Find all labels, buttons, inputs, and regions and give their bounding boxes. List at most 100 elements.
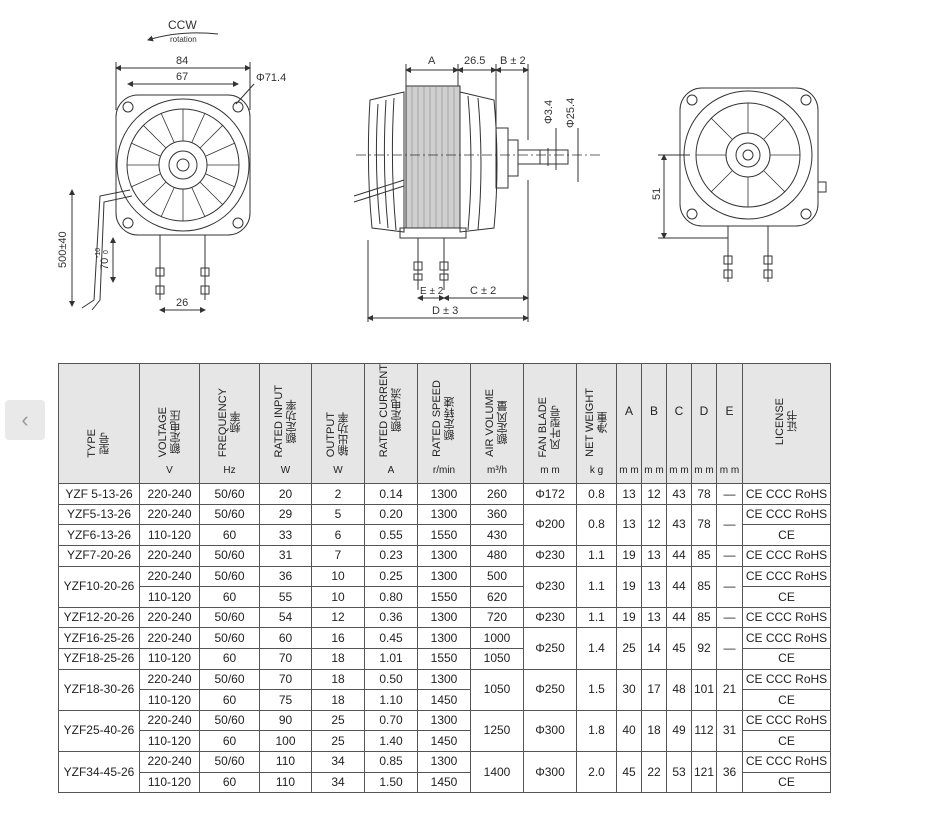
table-cell: 60 xyxy=(199,771,260,794)
license-cell: CE CCC RoHS xyxy=(742,751,831,773)
table-cell: 1550 xyxy=(417,524,471,547)
table-cell: 220-240 xyxy=(139,545,200,567)
dim-84-label: 84 xyxy=(176,55,188,67)
table-cell: 29 xyxy=(259,503,312,526)
dim-phi34-label: Φ3.4 xyxy=(543,100,555,124)
table-cell: 0.36 xyxy=(364,606,418,629)
type-cell: YZF 5-13-26 xyxy=(58,483,140,505)
table-cell: 1.4 xyxy=(576,627,617,670)
table-cell: 50/60 xyxy=(199,503,260,526)
table-cell: 1.50 xyxy=(364,771,418,794)
type-cell: YZF6-13-26 xyxy=(58,524,140,547)
table-cell: 50/60 xyxy=(199,483,260,505)
table-cell: 50/60 xyxy=(199,545,260,567)
previous-slide-button[interactable]: ‹ xyxy=(5,400,45,440)
table-cell: 1300 xyxy=(417,545,471,567)
table-cell: 1450 xyxy=(417,689,471,711)
type-cell: YZF12-20-26 xyxy=(58,606,140,629)
table-cell: 13 xyxy=(641,565,667,608)
table-cell: 44 xyxy=(666,545,692,567)
table-cell: 1300 xyxy=(417,668,471,691)
table-cell: 60 xyxy=(199,648,260,670)
table-cell: — xyxy=(716,503,743,547)
license-cell: CE CCC RoHS xyxy=(742,668,831,691)
table-cell: 6 xyxy=(311,524,365,547)
table-cell: 78 xyxy=(691,503,717,547)
table-cell: 49 xyxy=(666,709,692,753)
table-cell: 43 xyxy=(666,503,692,547)
table-cell: 1300 xyxy=(417,565,471,588)
table-cell: 19 xyxy=(616,565,642,608)
table-cell: 14 xyxy=(641,627,667,670)
table-cell: 220-240 xyxy=(139,565,200,588)
table-cell: 620 xyxy=(470,586,524,608)
table-cell: 50/60 xyxy=(199,751,260,773)
table-cell: 720 xyxy=(470,606,524,629)
table-cell: 17 xyxy=(641,668,667,711)
table-cell: 110 xyxy=(259,771,312,794)
table-cell: 13 xyxy=(616,483,642,505)
table-cell: 0.55 xyxy=(364,524,418,547)
table-cell: 54 xyxy=(259,606,312,629)
license-cell: CE xyxy=(742,730,831,753)
dim-phi714-label: Φ71.4 xyxy=(256,72,286,84)
table-cell: 40 xyxy=(616,709,642,753)
table-cell: 10 xyxy=(311,565,365,588)
ccw-label: CCW xyxy=(168,18,197,32)
table-cell: 1.1 xyxy=(576,565,617,608)
table-cell: 0.20 xyxy=(364,503,418,526)
table-cell: Φ172 xyxy=(523,483,577,505)
table-cell: Φ200 xyxy=(523,503,577,547)
table-cell: 1300 xyxy=(417,751,471,773)
table-cell: 50/60 xyxy=(199,606,260,629)
table-cell: — xyxy=(716,565,743,608)
license-cell: CE xyxy=(742,771,831,794)
table-cell: 16 xyxy=(311,627,365,650)
table-cell: 20 xyxy=(259,483,312,505)
dim-70-tol-lower: 0 xyxy=(103,250,110,254)
table-cell: 60 xyxy=(199,730,260,753)
table-cell: 1.10 xyxy=(364,689,418,711)
table-cell: 220-240 xyxy=(139,627,200,650)
table-cell: — xyxy=(716,606,743,629)
table-cell: 60 xyxy=(199,689,260,711)
table-cell: 12 xyxy=(641,503,667,547)
table-cell: 220-240 xyxy=(139,668,200,691)
table-cell: 0.14 xyxy=(364,483,418,505)
table-cell: — xyxy=(716,483,743,505)
table-cell: Φ230 xyxy=(523,565,577,608)
dim-a-label: A xyxy=(428,55,436,67)
license-cell: CE CCC RoHS xyxy=(742,709,831,732)
dim-d-label: D ± 3 xyxy=(432,305,458,317)
table-cell: 70 xyxy=(259,668,312,691)
table-cell: 112 xyxy=(691,709,717,753)
table-cell: 18 xyxy=(311,648,365,670)
table-cell: 75 xyxy=(259,689,312,711)
table-cell: 2.0 xyxy=(576,751,617,794)
table-cell: 500 xyxy=(470,565,524,588)
table-cell: 1300 xyxy=(417,503,471,526)
table-cell: Φ250 xyxy=(523,627,577,670)
table-cell: Φ230 xyxy=(523,606,577,629)
front-view: CCW rotation 84 67 Φ71.4 xyxy=(57,18,286,313)
type-cell: YZF18-25-26 xyxy=(58,648,140,670)
table-cell: — xyxy=(716,627,743,670)
table-cell: 10 xyxy=(311,586,365,608)
dim-phi254-label: Φ25.4 xyxy=(565,98,577,128)
table-cell: 25 xyxy=(616,627,642,670)
table-cell: 19 xyxy=(616,545,642,567)
table-cell: 7 xyxy=(311,545,365,567)
